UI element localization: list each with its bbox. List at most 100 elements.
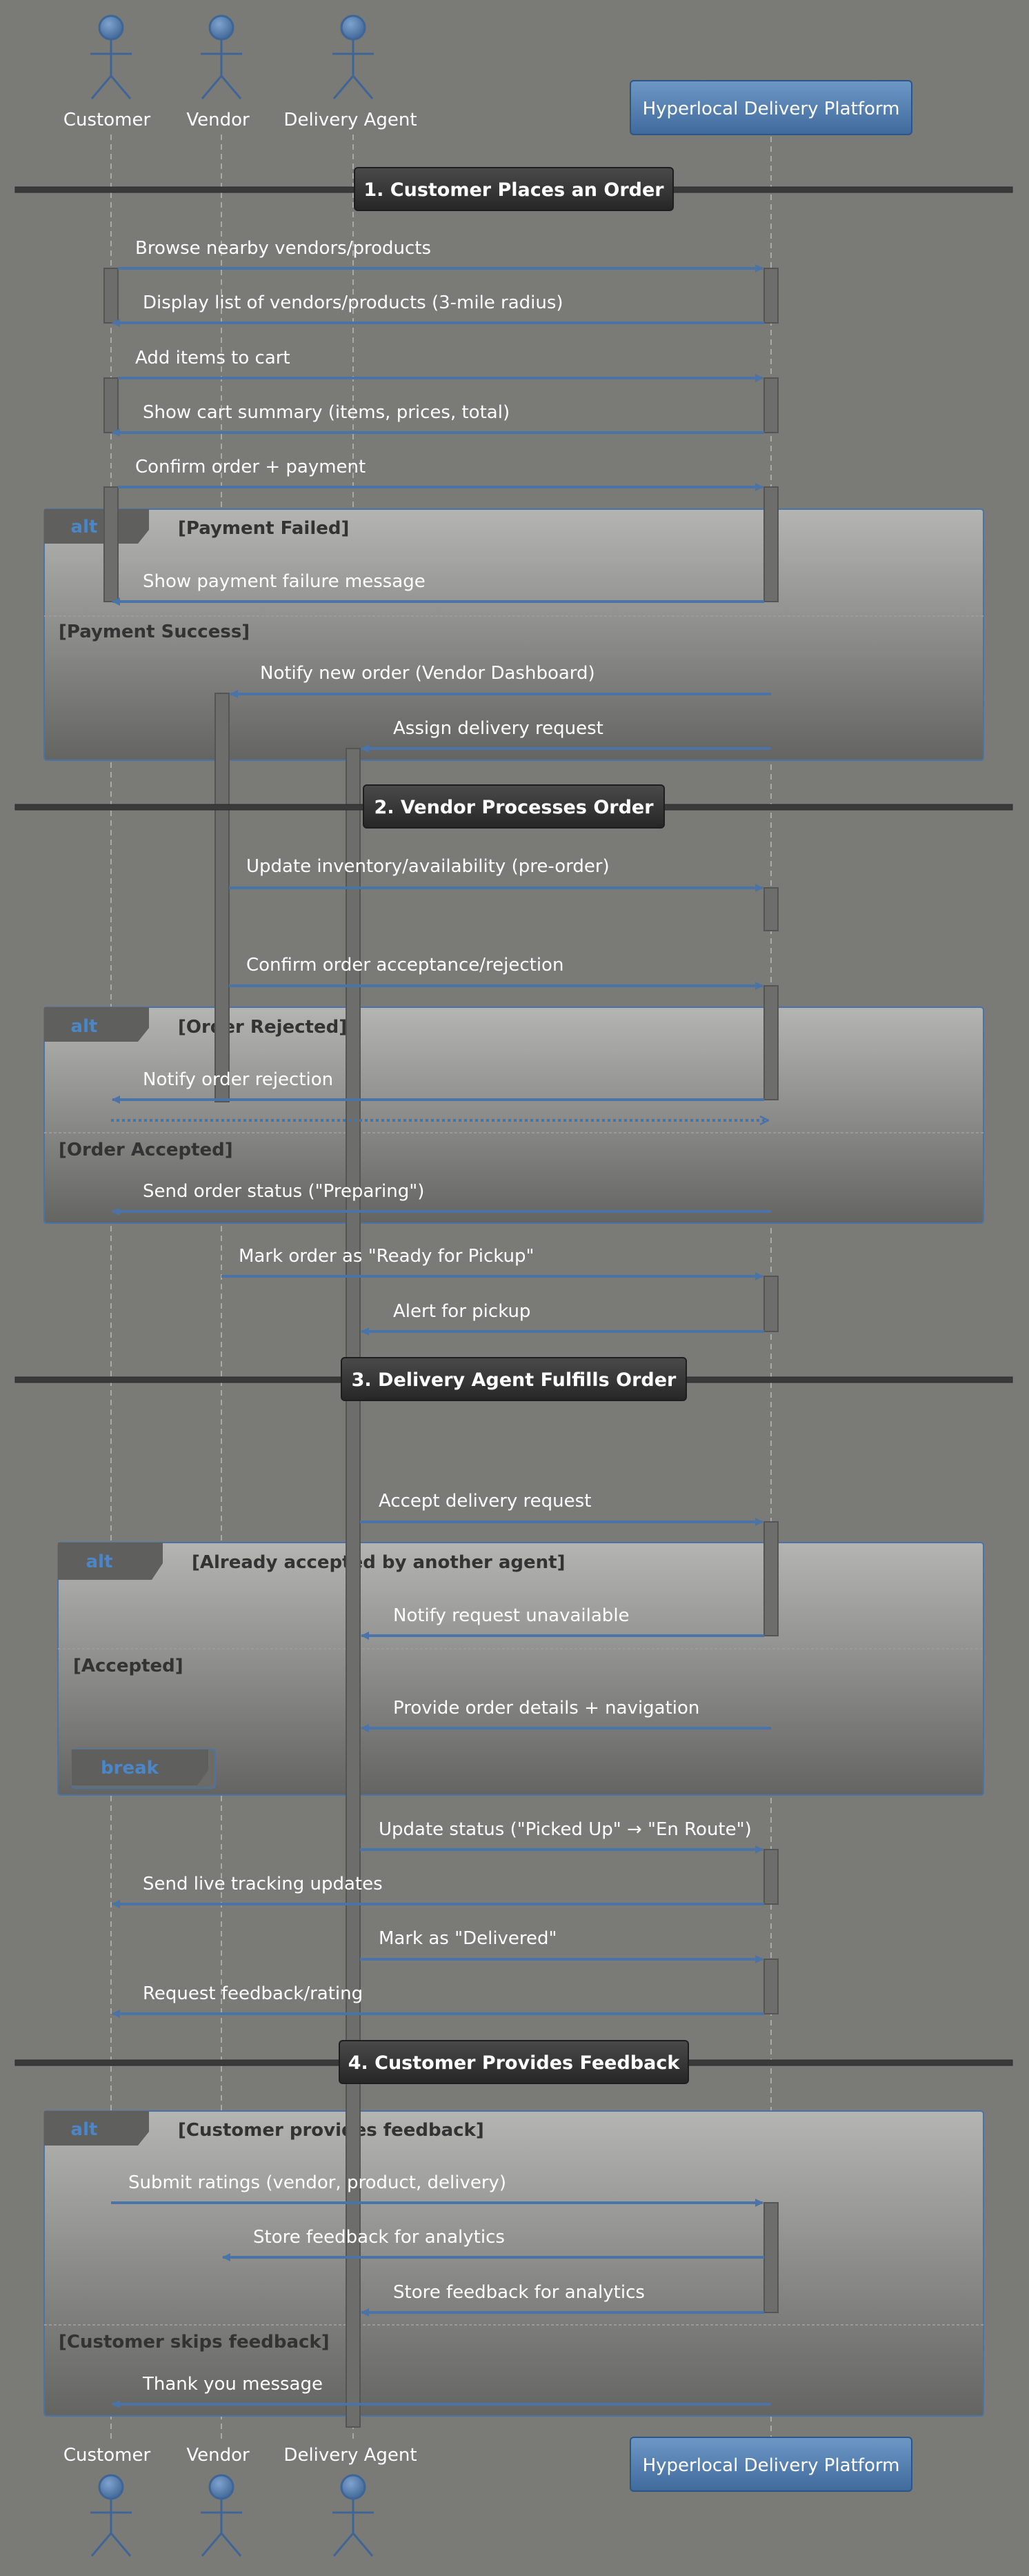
message-label: Show payment failure message [143,571,426,592]
guard-payment-failed: [Payment Failed] [178,518,349,539]
activation-bar [763,1521,779,1636]
message-request-feedback: Request feedback/rating [112,1983,764,2018]
actor-icon [90,14,132,99]
break-keyword: break [101,1758,159,1779]
message-label: Update inventory/availability (pre-order… [246,856,610,877]
platform-label: Hyperlocal Delivery Platform [643,2455,900,2476]
actor-icon [332,2474,374,2557]
message-label: Confirm order acceptance/rejection [246,955,563,975]
guard-skips-feedback: [Customer skips feedback] [59,2332,330,2352]
message-label: Notify order rejection [143,1069,333,1090]
vendor-label: Vendor [186,110,250,130]
message-label: Store feedback for analytics [393,2282,645,2303]
actor-icon [201,2474,242,2557]
guard-already-accepted: [Already accepted by another agent] [192,1552,565,1573]
alt-fragment-agent: alt [Already accepted by another agent] … [57,1542,984,1796]
customer-actor-top[interactable]: Customer [63,14,151,130]
message-label: Store feedback for analytics [253,2227,505,2248]
message-notify-unavailable: Notify request unavailable [361,1605,764,1640]
fragments: alt [Payment Failed] [Payment Success] a… [43,508,984,2417]
alt-keyword: alt [86,1552,113,1572]
messages: Browse nearby vendors/products Display l… [111,238,771,2408]
message-update-inventory: Update inventory/availability (pre-order… [229,856,763,892]
message-send-status: Send order status ("Preparing") [112,1181,771,1216]
message-cart-summary: Show cart summary (items, prices, total) [112,402,764,437]
vendor-actor-bottom[interactable] [201,2474,242,2557]
message-mark-ready: Mark order as "Ready for Pickup" [221,1246,763,1280]
message-label: Provide order details + navigation [393,1698,699,1718]
actor-icon [201,14,242,99]
section-title: 1. Customer Places an Order [363,179,664,201]
vendor-label-bottom: Vendor [186,2445,250,2466]
message-label: Add items to cart [135,348,290,368]
message-live-tracking: Send live tracking updates [112,1874,764,1908]
alt-fragment-order: alt [Order Rejected] [Order Accepted] [43,1007,984,1224]
message-label: Browse nearby vendors/products [135,238,431,259]
activation-bar [763,1276,779,1332]
activation-bar [103,486,119,602]
message-store-feedback-vendor: Store feedback for analytics [222,2227,764,2261]
lifelines [110,135,772,2439]
activation-bar [763,2202,779,2313]
activation-bars [103,268,779,2428]
section-title: 2. Vendor Processes Order [374,797,654,818]
message-add-items: Add items to cart [118,348,763,382]
message-label: Alert for pickup [393,1301,530,1322]
platform-label: Hyperlocal Delivery Platform [643,99,900,119]
message-thank-you: Thank you message [112,2374,771,2408]
section-title: 3. Delivery Agent Fulfills Order [352,1369,677,1391]
alt-keyword: alt [71,517,98,537]
section-divider-2: 2. Vendor Processes Order [14,784,1013,829]
guard-payment-success: [Payment Success] [59,622,250,642]
actor-icon [90,2474,132,2557]
message-provide-details: Provide order details + navigation [361,1698,771,1732]
message-payment-failure: Show payment failure message [112,571,764,606]
customer-label-bottom: Customer [63,2445,151,2466]
activation-bar [346,748,361,2428]
message-mark-delivered: Mark as "Delivered" [360,1928,763,1963]
message-label: Send live tracking updates [143,1874,383,1894]
message-label: Thank you message [142,2374,323,2395]
participants-bottom: Customer Vendor Delivery Agent [63,2437,912,2557]
message-label: Notify new order (Vendor Dashboard) [260,663,595,684]
message-label: Mark order as "Ready for Pickup" [239,1246,535,1267]
activation-bar [763,1959,779,2014]
agent-actor-bottom[interactable] [332,2474,374,2557]
customer-actor-bottom[interactable] [90,2474,132,2557]
actor-icon [332,14,374,99]
message-label: Confirm order + payment [135,457,366,477]
break-fragment: break [71,1749,216,1789]
guard-order-accepted: [Order Accepted] [59,1140,233,1160]
activation-bar [763,985,779,1100]
guard-order-rejected: [Order Rejected] [178,1017,347,1038]
message-confirm-acceptance: Confirm order acceptance/rejection [229,955,763,990]
section-dividers: 1. Customer Places an Order 2. Vendor Pr… [14,167,1013,2084]
message-label: Request feedback/rating [143,1983,363,2004]
activation-bar [763,1849,779,1905]
alt-keyword: alt [71,1016,98,1037]
message-update-status: Update status ("Picked Up" → "En Route") [360,1819,763,1854]
message-label: Notify request unavailable [393,1605,630,1626]
participants-top: Customer Vendor Delivery Agent [63,14,912,135]
alt-fragment-feedback: alt [Customer provides feedback] [Custom… [43,2110,984,2417]
message-accept-delivery: Accept delivery request [360,1491,763,1526]
customer-label: Customer [63,110,151,130]
section-divider-4: 4. Customer Provides Feedback [14,2040,1013,2084]
vendor-actor-top[interactable]: Vendor [186,14,250,130]
message-submit-ratings: Submit ratings (vendor, product, deliver… [111,2172,763,2207]
message-assign-delivery: Assign delivery request [361,718,771,753]
platform-box-bottom[interactable]: Hyperlocal Delivery Platform [630,2437,912,2492]
activation-bar [763,377,779,433]
agent-label-bottom: Delivery Agent [283,2445,417,2466]
agent-label: Delivery Agent [283,110,417,130]
platform-box-top[interactable]: Hyperlocal Delivery Platform [630,80,912,135]
message-notify-new-order: Notify new order (Vendor Dashboard) [230,663,771,698]
message-label: Submit ratings (vendor, product, deliver… [128,2172,506,2193]
section-divider-3: 3. Delivery Agent Fulfills Order [14,1357,1013,1401]
message-alert-pickup: Alert for pickup [361,1301,764,1336]
activation-bar [103,268,119,324]
alt-keyword: alt [71,2119,98,2140]
message-browse: Browse nearby vendors/products [118,238,763,273]
agent-actor-top[interactable]: Delivery Agent [283,14,417,130]
